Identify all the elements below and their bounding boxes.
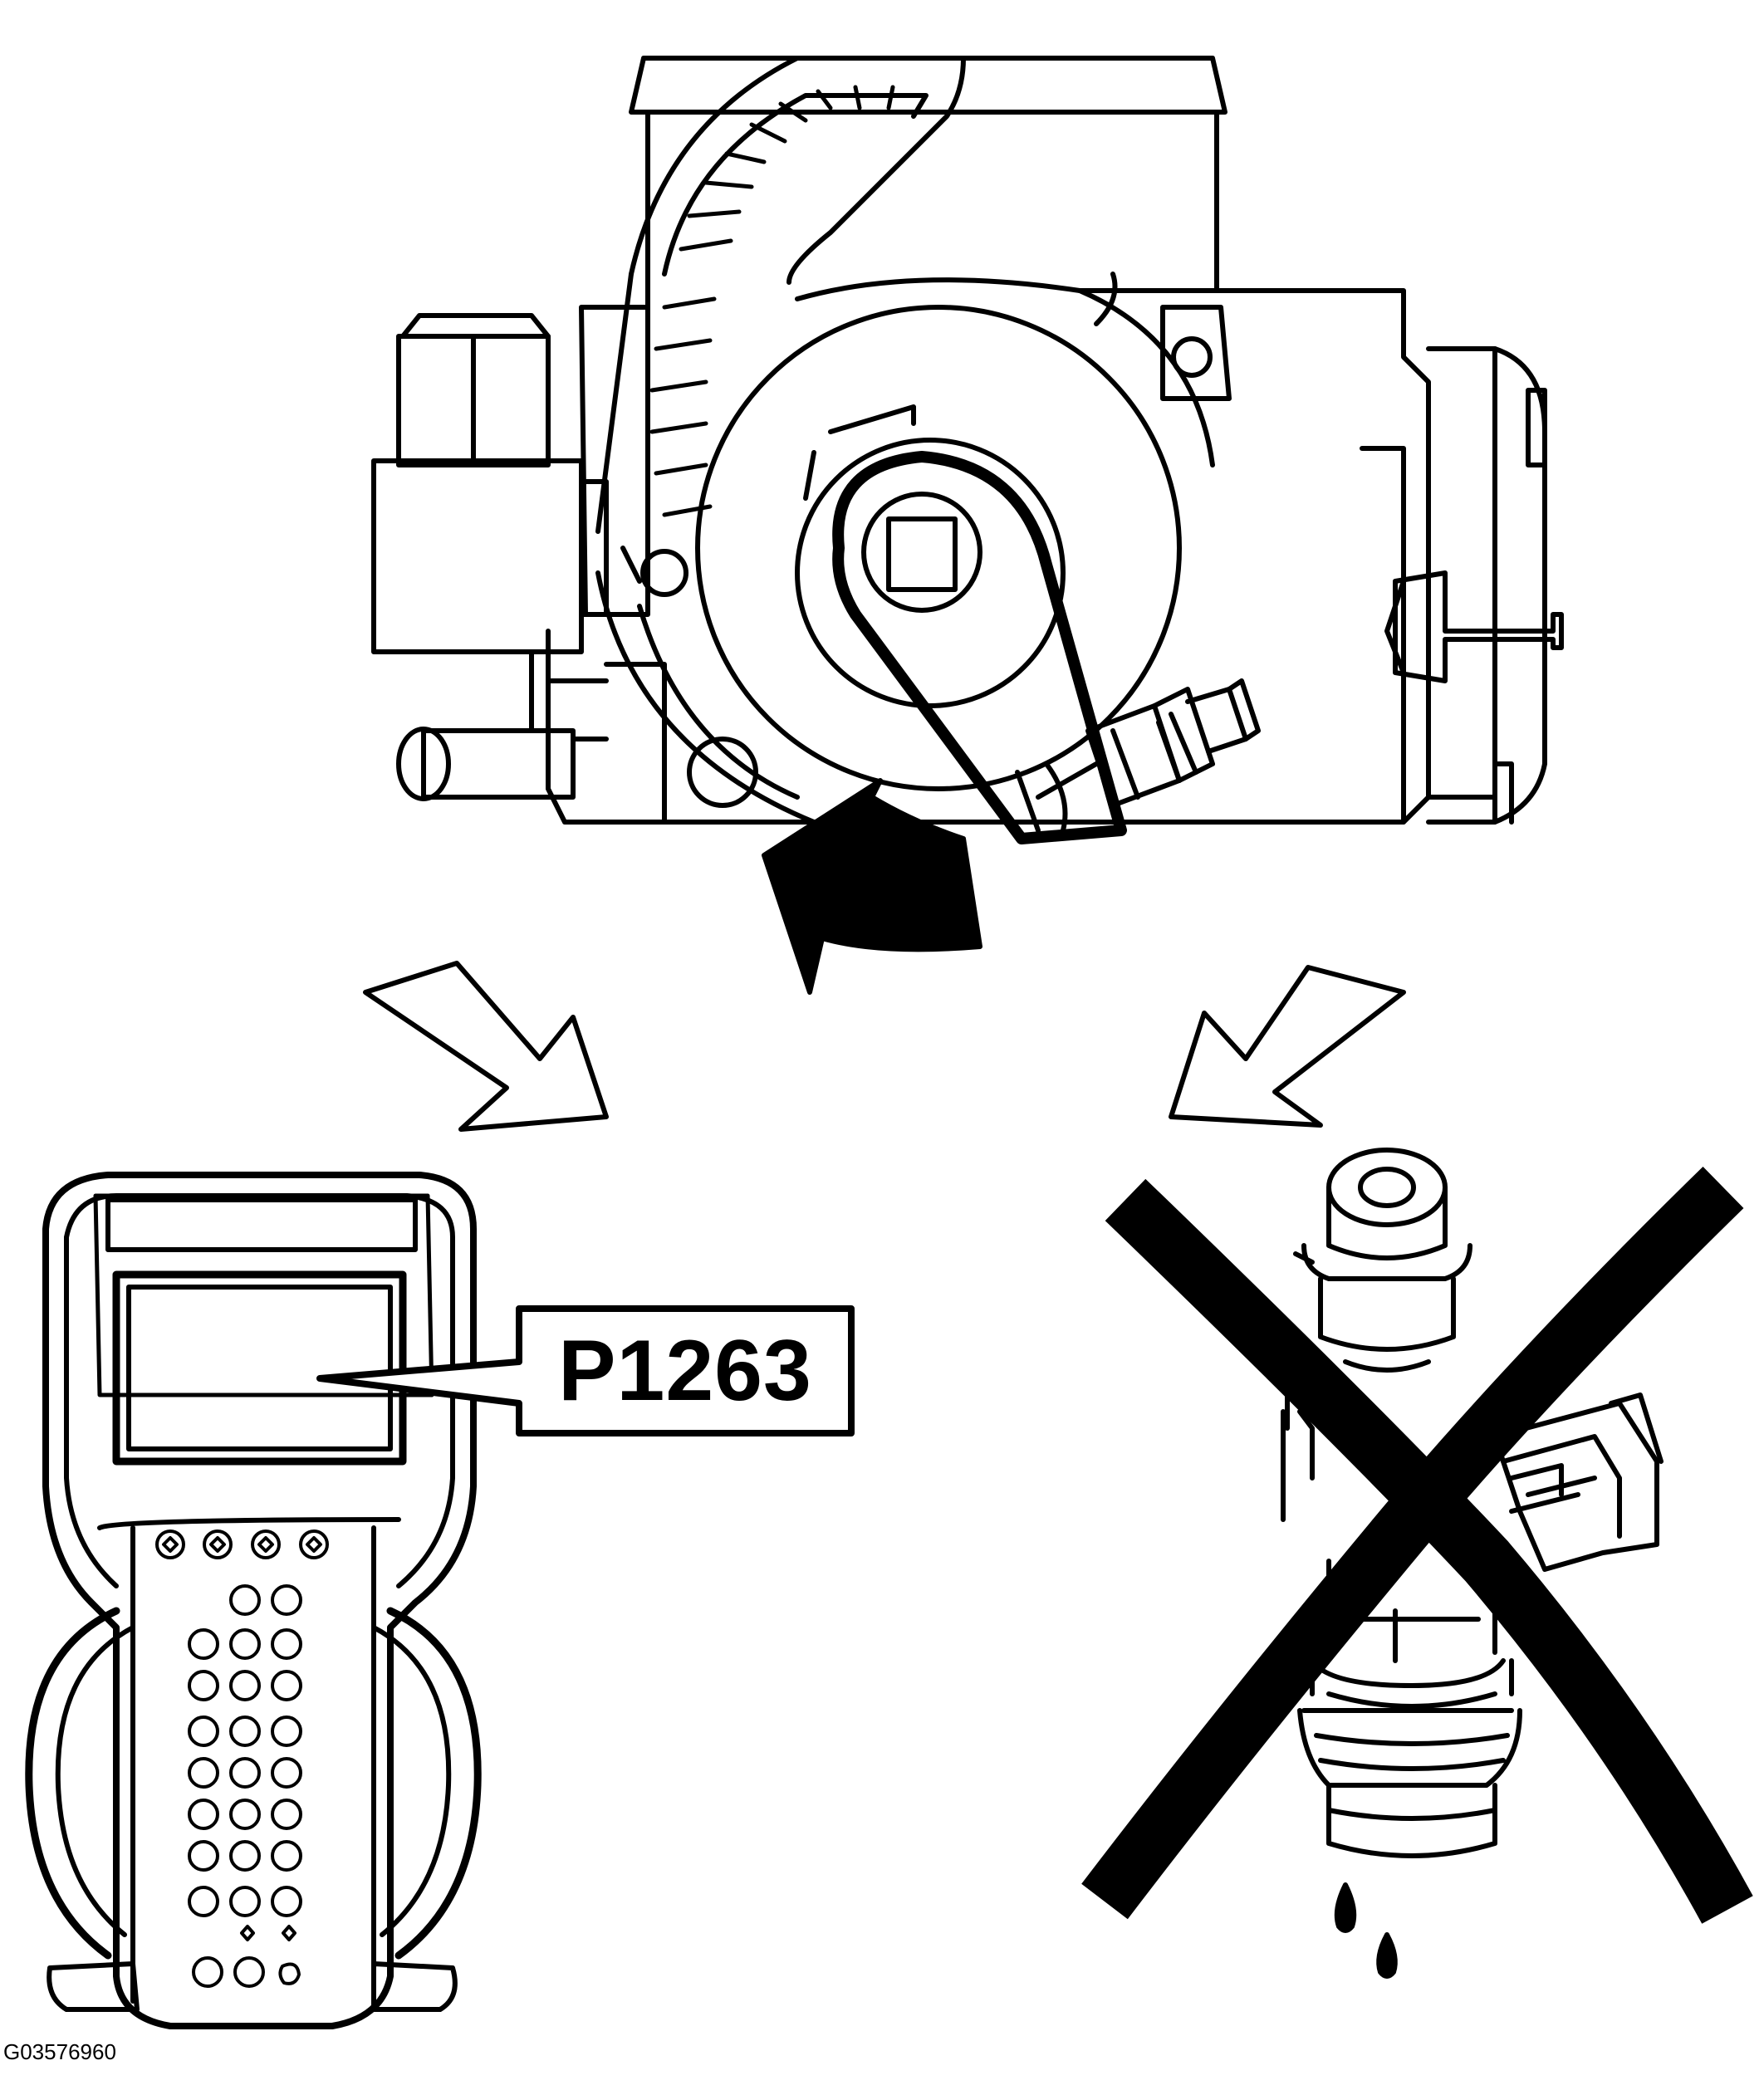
x-mark-icon bbox=[1081, 1166, 1753, 1924]
outline-arrow-left-icon bbox=[363, 961, 609, 1132]
outline-arrow-right-icon bbox=[1169, 965, 1406, 1128]
throttle-body-icon bbox=[371, 56, 1564, 844]
scan-tool-icon bbox=[25, 1172, 482, 2029]
figure-id: G03576960 bbox=[3, 2039, 116, 2064]
code-callout bbox=[316, 1305, 855, 1436]
diagnostic-code-label: P1263 bbox=[558, 1322, 812, 1419]
fuel-injector-icon bbox=[1281, 1148, 1664, 1979]
counterclockwise-arrow-icon bbox=[762, 778, 982, 995]
